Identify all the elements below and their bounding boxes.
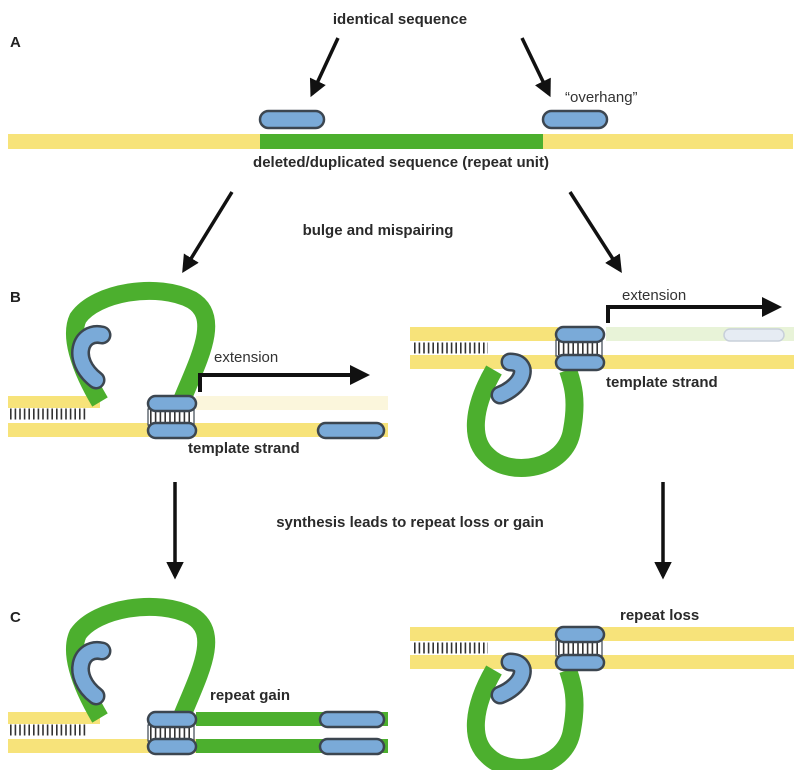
template-label-right: template strand <box>606 374 718 391</box>
synthesis-label: synthesis leads to repeat loss or gain <box>276 514 544 531</box>
template-strand-left <box>8 423 388 437</box>
extension-arrow-right <box>606 297 782 323</box>
faint-new-strand <box>196 396 388 410</box>
bulge-loop-c-right <box>466 665 584 770</box>
arrow-to-b-left <box>182 191 234 273</box>
arrow-identical-right <box>520 37 551 98</box>
paired-unit-bottom-right <box>554 353 606 372</box>
paired-unit-top-right <box>554 325 606 344</box>
panel-label-c: C <box>10 609 21 626</box>
panel-b-right: extension template strand <box>410 287 794 477</box>
repeat-gain-label: repeat gain <box>210 687 290 704</box>
extension-arrow-left <box>198 365 370 392</box>
new-unit-c-left <box>318 710 386 729</box>
repeat-unit-segment <box>260 134 543 149</box>
template-label-left: template strand <box>188 440 300 457</box>
arrow-to-b-right <box>568 191 622 273</box>
paired-unit-top-c-left <box>146 710 198 729</box>
extension-label-right: extension <box>622 287 686 304</box>
identical-sequence-label: identical sequence <box>333 11 467 28</box>
strand-segment-left <box>8 134 260 149</box>
arrow-identical-left <box>309 37 340 98</box>
strand-segment-right <box>543 134 793 149</box>
panel-b-left: B extension template strand <box>8 281 388 457</box>
extension-label-left: extension <box>214 349 278 366</box>
paired-unit-top <box>146 394 198 413</box>
primer-strand-right <box>410 327 558 341</box>
bulge-loop-right <box>466 365 584 477</box>
bulge-label: bulge and mispairing <box>303 222 454 239</box>
looped-unit-c-right <box>493 655 530 702</box>
template-unit <box>316 421 386 440</box>
repeat-copy-overhang <box>541 109 609 130</box>
template-unit-c-left <box>318 737 386 756</box>
panel-label-b: B <box>10 289 21 306</box>
looped-unit-right <box>493 355 530 402</box>
paired-unit-bottom <box>146 421 198 440</box>
primer-strand-left <box>8 396 100 408</box>
panel-c-left: C repeat gain <box>8 597 388 756</box>
paired-unit-bottom-c-left <box>146 737 198 756</box>
repeat-unit-label: deleted/duplicated sequence (repeat unit… <box>253 154 549 171</box>
repeat-copy-left <box>258 109 326 130</box>
panel-c-right: repeat loss <box>410 607 794 770</box>
paired-unit-top-c-right <box>554 625 606 644</box>
looped-unit-c-left <box>73 643 109 703</box>
faint-unit <box>723 328 785 342</box>
overhang-label: “overhang” <box>565 89 638 106</box>
primer-strand-c-left <box>8 712 100 724</box>
panel-label-a: A <box>10 34 21 51</box>
paired-unit-bottom-c-right <box>554 653 606 672</box>
repeat-loss-label: repeat loss <box>620 607 699 624</box>
looped-unit <box>73 327 109 387</box>
